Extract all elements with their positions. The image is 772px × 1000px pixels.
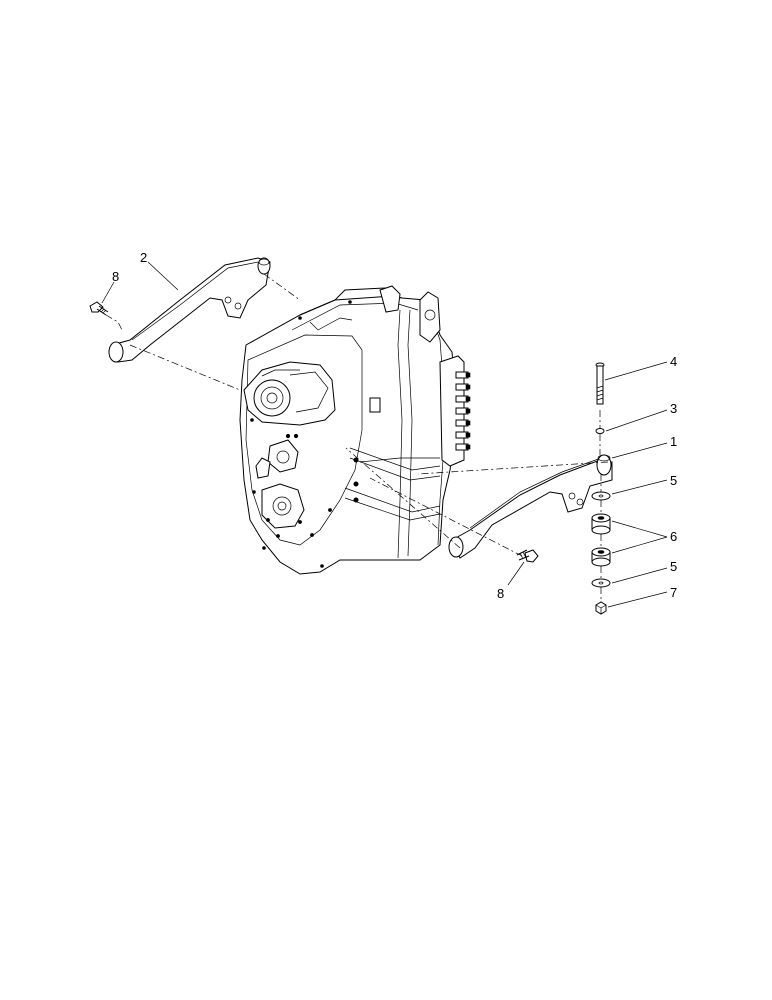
hardware-stack: [591, 362, 611, 615]
callout-1: 1: [670, 434, 677, 449]
bracket-right: [448, 454, 613, 559]
leader-2: [147, 261, 179, 291]
rubber-mount-upper: [591, 513, 611, 535]
bracket-upper-left: [108, 257, 271, 363]
leader-6-upper: [611, 520, 668, 538]
leader-5-upper: [611, 479, 668, 495]
leader-4: [604, 361, 668, 381]
leader-1: [611, 442, 668, 459]
assembly-lines: [105, 273, 609, 601]
leader-8-upper: [101, 281, 115, 304]
nut: [595, 601, 607, 615]
valve-fittings: [455, 371, 471, 451]
washer-upper: [591, 491, 611, 501]
leader-lines: [101, 261, 668, 608]
housing-bolts: [250, 300, 359, 568]
leader-8-lower: [507, 561, 525, 586]
leader-5-lower: [611, 567, 668, 584]
callout-8-upper: 8: [112, 269, 119, 284]
leader-6-lower: [611, 536, 668, 554]
transmission-housing: [239, 285, 471, 575]
leader-7: [607, 591, 668, 608]
callout-5-upper: 5: [670, 473, 677, 488]
callout-4: 4: [670, 354, 677, 369]
washer-lower: [591, 578, 611, 588]
bolt-lower: [516, 549, 539, 563]
callout-5-lower: 5: [670, 559, 677, 574]
valve-block: [369, 355, 471, 467]
callout-2: 2: [140, 250, 147, 265]
callout-6: 6: [670, 529, 677, 544]
washer-small: [595, 428, 605, 434]
callout-labels: 2 8 4 3 1 5 6 5 7 8: [112, 250, 677, 601]
long-bolt: [595, 362, 605, 405]
callout-8-lower: 8: [497, 586, 504, 601]
bolt-upper-left: [89, 301, 109, 316]
callout-7: 7: [670, 585, 677, 600]
callout-3: 3: [670, 401, 677, 416]
leader-3: [605, 409, 668, 432]
rubber-mount-lower: [591, 547, 611, 567]
